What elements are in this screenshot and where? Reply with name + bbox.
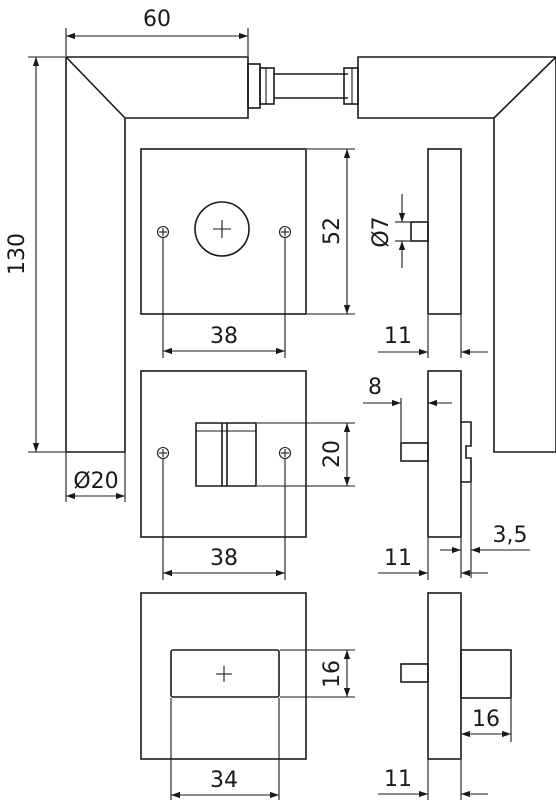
dim-16-label: 16 xyxy=(320,660,345,688)
screw-left-icon xyxy=(156,225,170,239)
dim-handle-diameter: Ø20 xyxy=(65,452,126,502)
dim-d7-label: Ø7 xyxy=(369,216,394,247)
dim-16-depth-label: 16 xyxy=(472,707,500,732)
dim-handle-height: 130 xyxy=(5,56,65,453)
dim-release-rose-depth: 11 xyxy=(378,760,488,800)
dim-11-thumb-label: 11 xyxy=(384,546,412,571)
dim-key-rose-depth: 11 xyxy=(378,315,488,358)
dim-11-key-label: 11 xyxy=(384,324,412,349)
thumb-turn-rose-front xyxy=(140,370,307,538)
dim-release-depth: 16 xyxy=(461,699,512,742)
dim-thumb-gap: 3,5 xyxy=(440,483,530,578)
dim-thumb-turn-height: 20 xyxy=(257,422,355,487)
screw-left-icon xyxy=(156,446,170,460)
dim-release-width: 34 xyxy=(170,698,280,800)
dim-handle-width: 60 xyxy=(65,7,249,56)
release-rose-front xyxy=(140,592,307,760)
dim-rose-height: 52 xyxy=(307,148,355,315)
key-rose-front xyxy=(140,148,307,315)
dim-spindle-diameter: Ø7 xyxy=(369,194,410,268)
key-rose-side xyxy=(410,148,462,315)
dim-key-screw-spacing: 38 xyxy=(162,238,286,358)
release-rose-side xyxy=(400,592,512,760)
thumb-turn-rose-side xyxy=(400,370,472,538)
dim-thumb-rose-depth: 11 xyxy=(378,538,488,580)
dim-52-label: 52 xyxy=(320,217,345,245)
dim-thumb-screw-spacing: 38 xyxy=(162,459,286,580)
screw-right-icon xyxy=(278,225,292,239)
dim-8-label: 8 xyxy=(368,375,382,400)
spindle-connector xyxy=(247,63,359,109)
dim-130-label: 130 xyxy=(5,233,30,275)
dim-38-thumb-label: 38 xyxy=(210,546,238,571)
screw-right-icon xyxy=(278,446,292,460)
dim-60-label: 60 xyxy=(143,7,171,32)
dim-34-label: 34 xyxy=(210,768,238,793)
dim-11-release-label: 11 xyxy=(384,767,412,792)
dim-20-label: 20 xyxy=(320,440,345,468)
dim-d20-label: Ø20 xyxy=(73,469,118,494)
dim-release-height: 16 xyxy=(280,649,355,698)
right-lever-handle xyxy=(357,56,556,453)
dim-thumb-offset: 8 xyxy=(363,375,452,442)
left-lever-handle xyxy=(65,56,249,453)
dim-38-key-label: 38 xyxy=(210,324,238,349)
dim-3-5-label: 3,5 xyxy=(493,523,528,548)
